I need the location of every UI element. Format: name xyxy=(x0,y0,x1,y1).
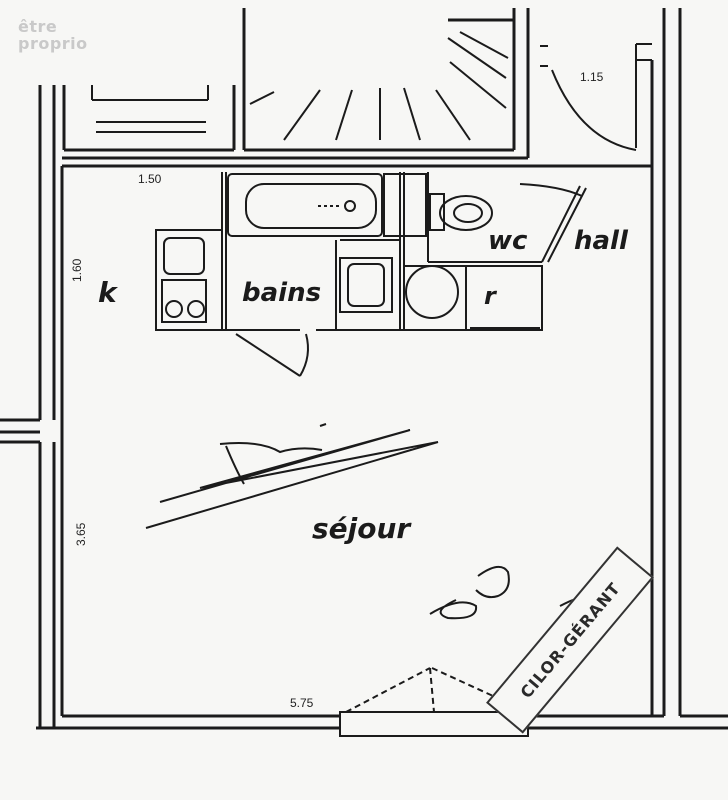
room-label-r: r xyxy=(484,282,496,310)
dimension-kitchen-depth: 1.60 xyxy=(70,258,84,282)
room-label-wc: wc xyxy=(488,226,528,256)
watermark: être proprio xyxy=(18,18,88,52)
dimension-sejour-depth: 3.65 xyxy=(74,522,88,546)
watermark-line2: proprio xyxy=(18,34,88,53)
dimension-kitchen-width: 1.50 xyxy=(138,172,162,186)
room-label-k: k xyxy=(98,276,117,309)
dimension-sejour-width: 5.75 xyxy=(290,696,314,710)
dimension-top-right: 1.15 xyxy=(580,70,604,84)
room-label-sejour: séjour xyxy=(312,512,411,545)
watermark-line1: être xyxy=(18,17,58,36)
room-label-hall: hall xyxy=(574,226,628,256)
room-label-bains: bains xyxy=(242,278,322,308)
